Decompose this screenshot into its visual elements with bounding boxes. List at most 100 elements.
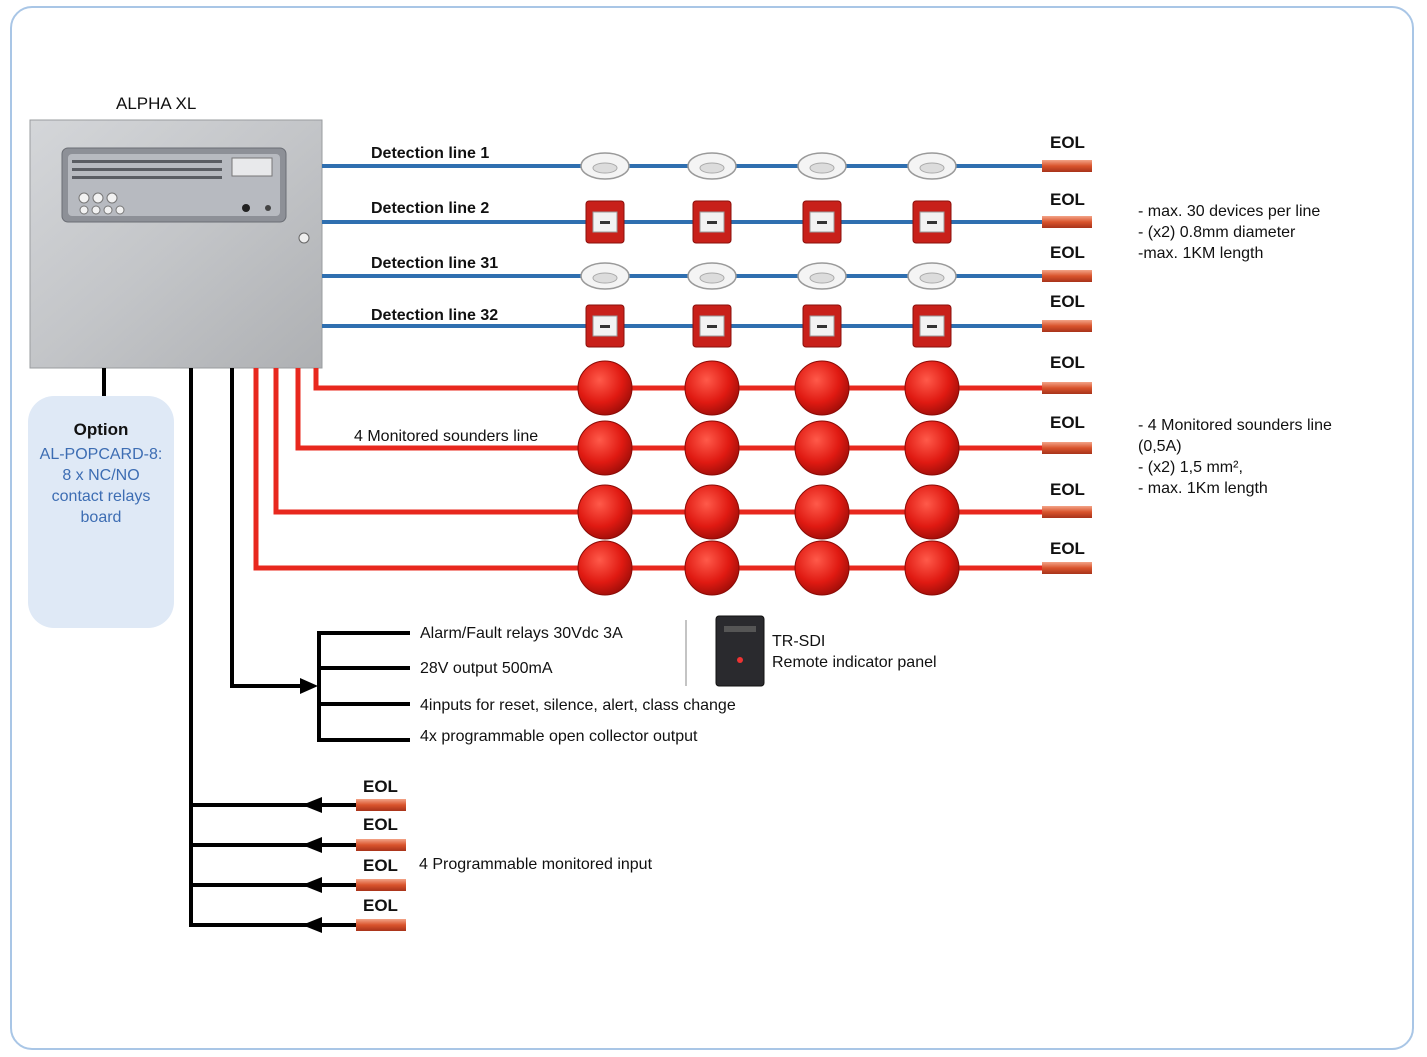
manual-call-point-icon <box>692 304 732 348</box>
eol-label: EOL <box>363 856 398 875</box>
eol-resistor <box>1042 382 1092 394</box>
call-point-mark <box>927 325 937 328</box>
detection-line-label: Detection line 1 <box>371 145 490 162</box>
sounder-icon <box>577 360 633 416</box>
sounder-line-wire <box>273 368 1045 515</box>
note-line: - (x2) 0.8mm diameter <box>1138 224 1296 241</box>
manual-call-point-icon <box>692 200 732 244</box>
note-line: - max. 1Km length <box>1138 480 1268 497</box>
output-label: 4x programmable open collector output <box>420 728 698 745</box>
option-line: 8 x NC/NO <box>62 467 140 484</box>
arrow-head-icon <box>302 917 322 933</box>
option-line: contact relays <box>51 488 151 505</box>
eol-resistor <box>1042 160 1092 172</box>
arrow-head-icon <box>302 877 322 893</box>
manual-call-point-icon <box>912 304 952 348</box>
eol-resistor <box>1042 506 1092 518</box>
panel-title: ALPHA XL <box>116 94 197 113</box>
eol-label: EOL <box>1050 292 1085 311</box>
call-point-mark <box>817 221 827 224</box>
eol-label: EOL <box>1050 539 1085 558</box>
outputs-wire <box>230 368 305 688</box>
sounder-icon <box>904 484 960 540</box>
remote-panel-description: Remote indicator panel <box>772 654 937 671</box>
eol-label: EOL <box>1050 133 1085 152</box>
sounder-icon <box>904 420 960 476</box>
arrow-head-icon <box>302 837 322 853</box>
detection-line-label: Detection line 2 <box>371 200 490 217</box>
remote-indicator-panel-image <box>685 615 765 687</box>
eol-resistor <box>356 879 406 891</box>
smoke-detector-icon <box>797 262 847 290</box>
eol-label: EOL <box>363 896 398 915</box>
option-title: Option <box>73 420 129 439</box>
smoke-detector-icon <box>580 152 630 180</box>
sounder-icon <box>794 484 850 540</box>
sounder-icon <box>577 540 633 596</box>
smoke-detector-vent <box>592 272 618 284</box>
control-panel <box>29 119 323 369</box>
eol-resistor <box>356 839 406 851</box>
eol-resistor <box>356 919 406 931</box>
note-line: - 4 Monitored sounders line <box>1138 417 1332 434</box>
output-label: Alarm/Fault relays 30Vdc 3A <box>420 625 623 642</box>
monitored-inputs-label: 4 Programmable monitored input <box>419 856 653 873</box>
manual-call-point-icon <box>802 200 842 244</box>
manual-call-point-icon <box>912 200 952 244</box>
arrow-head-icon <box>302 797 322 813</box>
sounder-icon <box>794 420 850 476</box>
manual-call-point-icon <box>585 200 625 244</box>
smoke-detector-vent <box>592 162 618 174</box>
note-line: -max. 1KM length <box>1138 245 1264 262</box>
detection-line-label: Detection line 31 <box>371 255 499 272</box>
sounder-icon <box>684 484 740 540</box>
call-point-mark <box>707 221 717 224</box>
eol-label: EOL <box>1050 353 1085 372</box>
eol-label: EOL <box>363 815 398 834</box>
detection-notes: - max. 30 devices per line - (x2) 0.8mm … <box>1138 201 1320 264</box>
sounder-icon <box>684 420 740 476</box>
note-line: - max. 30 devices per line <box>1138 203 1321 220</box>
sounder-icon <box>794 540 850 596</box>
note-line: (0,5A) <box>1138 438 1182 455</box>
output-label: 4inputs for reset, silence, alert, class… <box>420 697 736 714</box>
smoke-detector-vent <box>919 272 945 284</box>
smoke-detector-icon <box>687 262 737 290</box>
eol-label: EOL <box>1050 243 1085 262</box>
smoke-detector-vent <box>919 162 945 174</box>
eol-resistor <box>356 799 406 811</box>
eol-resistors <box>356 160 1092 931</box>
eol-label: EOL <box>363 777 398 796</box>
eol-resistor <box>1042 270 1092 282</box>
smoke-detector-vent <box>809 162 835 174</box>
sounder-icon <box>794 360 850 416</box>
sounder-icon <box>904 540 960 596</box>
sounder-icon <box>684 360 740 416</box>
sounder-line-wire <box>253 368 1045 571</box>
panel-led-row <box>72 160 222 179</box>
eol-resistor <box>1042 320 1092 332</box>
smoke-detector-icon <box>580 262 630 290</box>
call-point-mark <box>600 221 610 224</box>
manual-call-point-icon <box>585 304 625 348</box>
option-description: AL-POPCARD-8: 8 x NC/NO contact relays b… <box>28 444 174 528</box>
remote-panel-name: TR-SDI <box>772 633 826 650</box>
smoke-detector-icon <box>907 262 957 290</box>
sounder-icon <box>904 360 960 416</box>
sounder-notes: - 4 Monitored sounders line (0,5A) - (x2… <box>1138 415 1332 499</box>
option-line: AL-POPCARD-8: <box>39 446 163 463</box>
option-box: Option AL-POPCARD-8: 8 x NC/NO contact r… <box>28 396 174 628</box>
eol-resistor <box>1042 216 1092 228</box>
panel-buttons <box>78 192 125 215</box>
call-point-mark <box>600 325 610 328</box>
smoke-detector-icon <box>687 152 737 180</box>
smoke-detector-vent <box>809 272 835 284</box>
call-point-mark <box>817 325 827 328</box>
note-line: - (x2) 1,5 mm², <box>1138 459 1243 476</box>
eol-label: EOL <box>1050 480 1085 499</box>
key-lock-icon <box>298 232 310 244</box>
smoke-detector-vent <box>699 272 725 284</box>
call-point-mark <box>707 325 717 328</box>
eol-label: EOL <box>1050 190 1085 209</box>
